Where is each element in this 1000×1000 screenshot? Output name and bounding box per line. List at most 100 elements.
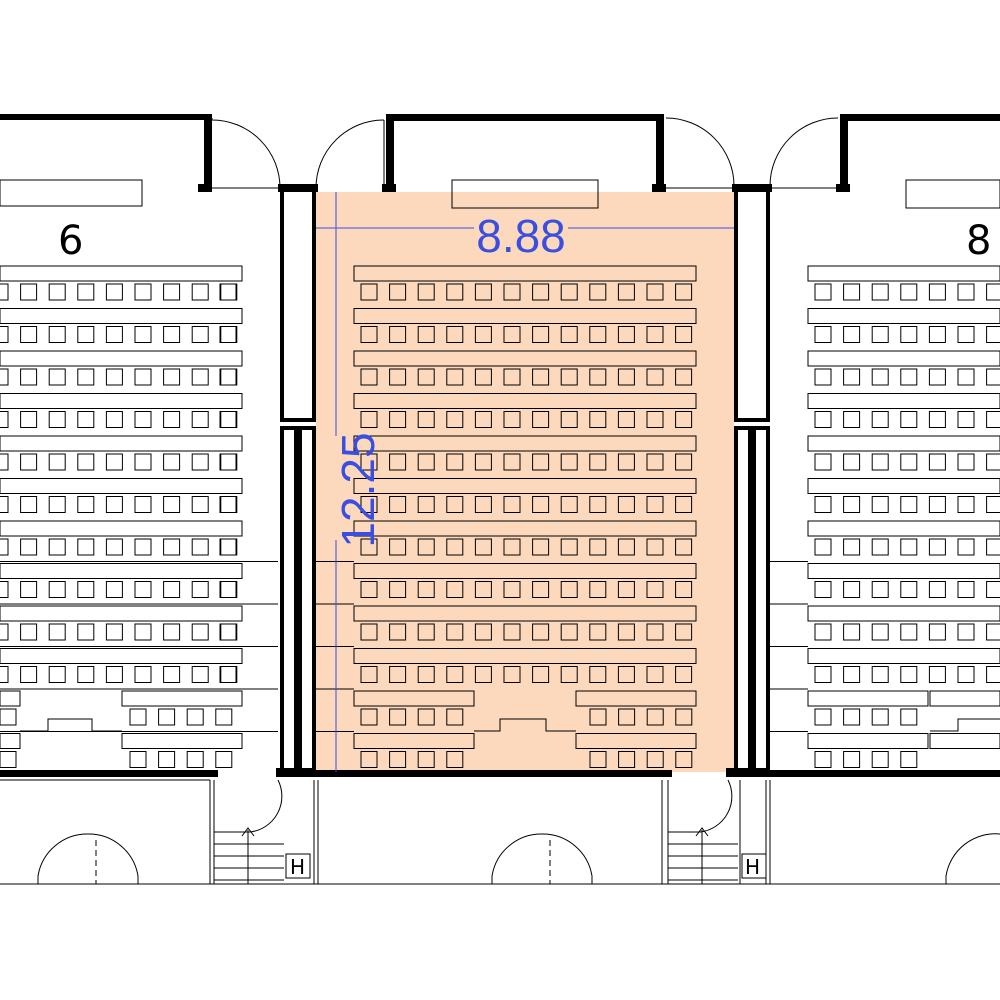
seat[interactable] bbox=[163, 496, 181, 513]
seat[interactable] bbox=[675, 326, 693, 343]
seat[interactable] bbox=[389, 708, 407, 726]
seat[interactable] bbox=[617, 453, 635, 471]
seat[interactable] bbox=[20, 368, 38, 386]
seat[interactable] bbox=[957, 326, 975, 343]
seat[interactable] bbox=[814, 368, 832, 386]
seat[interactable] bbox=[219, 283, 237, 301]
seat[interactable] bbox=[220, 581, 238, 598]
seat[interactable] bbox=[360, 581, 378, 598]
seat[interactable] bbox=[77, 368, 95, 386]
seat[interactable] bbox=[503, 368, 521, 386]
seat[interactable] bbox=[77, 283, 95, 301]
seat[interactable] bbox=[446, 666, 464, 683]
seat[interactable] bbox=[900, 666, 918, 683]
seat[interactable] bbox=[871, 411, 889, 428]
seat[interactable] bbox=[503, 581, 521, 598]
seat[interactable] bbox=[871, 368, 889, 386]
seat[interactable] bbox=[360, 496, 378, 513]
seat[interactable] bbox=[48, 283, 66, 301]
seat[interactable] bbox=[20, 581, 38, 598]
seat[interactable] bbox=[646, 453, 664, 471]
seat[interactable] bbox=[871, 708, 889, 726]
seat[interactable] bbox=[163, 453, 181, 471]
seat[interactable] bbox=[589, 666, 607, 683]
seat[interactable] bbox=[986, 623, 1000, 641]
seat[interactable] bbox=[928, 538, 946, 556]
seat[interactable] bbox=[105, 326, 123, 343]
seat[interactable] bbox=[814, 581, 832, 598]
seat[interactable] bbox=[219, 623, 237, 641]
seat[interactable] bbox=[532, 453, 550, 471]
seat[interactable] bbox=[191, 453, 209, 471]
seat[interactable] bbox=[957, 623, 975, 641]
seat[interactable] bbox=[928, 411, 946, 428]
seat[interactable] bbox=[220, 666, 238, 683]
seat[interactable] bbox=[20, 538, 38, 556]
seat[interactable] bbox=[532, 538, 550, 556]
seat[interactable] bbox=[843, 751, 861, 768]
seat[interactable] bbox=[105, 368, 123, 386]
seat[interactable] bbox=[986, 581, 1000, 598]
seat[interactable] bbox=[219, 581, 237, 598]
seat[interactable] bbox=[928, 453, 946, 471]
seat[interactable] bbox=[0, 496, 9, 513]
seat[interactable] bbox=[163, 411, 181, 428]
seat[interactable] bbox=[163, 623, 181, 641]
seat[interactable] bbox=[105, 283, 123, 301]
seat[interactable] bbox=[532, 496, 550, 513]
seat[interactable] bbox=[474, 283, 492, 301]
seat[interactable] bbox=[646, 411, 664, 428]
seat[interactable] bbox=[617, 623, 635, 641]
seat[interactable] bbox=[503, 623, 521, 641]
seat[interactable] bbox=[814, 623, 832, 641]
seat[interactable] bbox=[417, 368, 435, 386]
seat[interactable] bbox=[20, 666, 38, 683]
seat[interactable] bbox=[675, 708, 693, 726]
seat[interactable] bbox=[105, 581, 123, 598]
seat[interactable] bbox=[219, 411, 237, 428]
seat[interactable] bbox=[957, 368, 975, 386]
seat[interactable] bbox=[134, 666, 152, 683]
seat[interactable] bbox=[0, 666, 9, 683]
seat[interactable] bbox=[417, 751, 435, 768]
seat[interactable] bbox=[105, 453, 123, 471]
seat[interactable] bbox=[474, 538, 492, 556]
seat[interactable] bbox=[191, 283, 209, 301]
seat[interactable] bbox=[191, 411, 209, 428]
seat[interactable] bbox=[618, 751, 636, 768]
seat[interactable] bbox=[957, 411, 975, 428]
seat[interactable] bbox=[219, 326, 237, 343]
seat[interactable] bbox=[900, 453, 918, 471]
seat[interactable] bbox=[20, 411, 38, 428]
seat[interactable] bbox=[105, 623, 123, 641]
seat[interactable] bbox=[532, 623, 550, 641]
seat[interactable] bbox=[163, 368, 181, 386]
seat[interactable] bbox=[474, 581, 492, 598]
seat[interactable] bbox=[843, 708, 861, 726]
seat[interactable] bbox=[646, 283, 664, 301]
seat[interactable] bbox=[163, 666, 181, 683]
seat[interactable] bbox=[48, 326, 66, 343]
seat[interactable] bbox=[360, 411, 378, 428]
seat[interactable] bbox=[417, 581, 435, 598]
seat[interactable] bbox=[360, 368, 378, 386]
seat[interactable] bbox=[814, 708, 832, 726]
seat[interactable] bbox=[0, 283, 9, 301]
seat[interactable] bbox=[446, 751, 464, 768]
seat[interactable] bbox=[928, 666, 946, 683]
seat[interactable] bbox=[134, 453, 152, 471]
seat[interactable] bbox=[532, 326, 550, 343]
seat[interactable] bbox=[900, 581, 918, 598]
seat[interactable] bbox=[814, 538, 832, 556]
seat[interactable] bbox=[617, 411, 635, 428]
seat[interactable] bbox=[389, 751, 407, 768]
seat[interactable] bbox=[814, 411, 832, 428]
seat[interactable] bbox=[0, 453, 9, 471]
seat[interactable] bbox=[219, 368, 237, 386]
seat[interactable] bbox=[646, 368, 664, 386]
seat[interactable] bbox=[675, 666, 693, 683]
seat[interactable] bbox=[77, 496, 95, 513]
seat[interactable] bbox=[957, 283, 975, 301]
seat[interactable] bbox=[957, 453, 975, 471]
seat[interactable] bbox=[560, 623, 578, 641]
